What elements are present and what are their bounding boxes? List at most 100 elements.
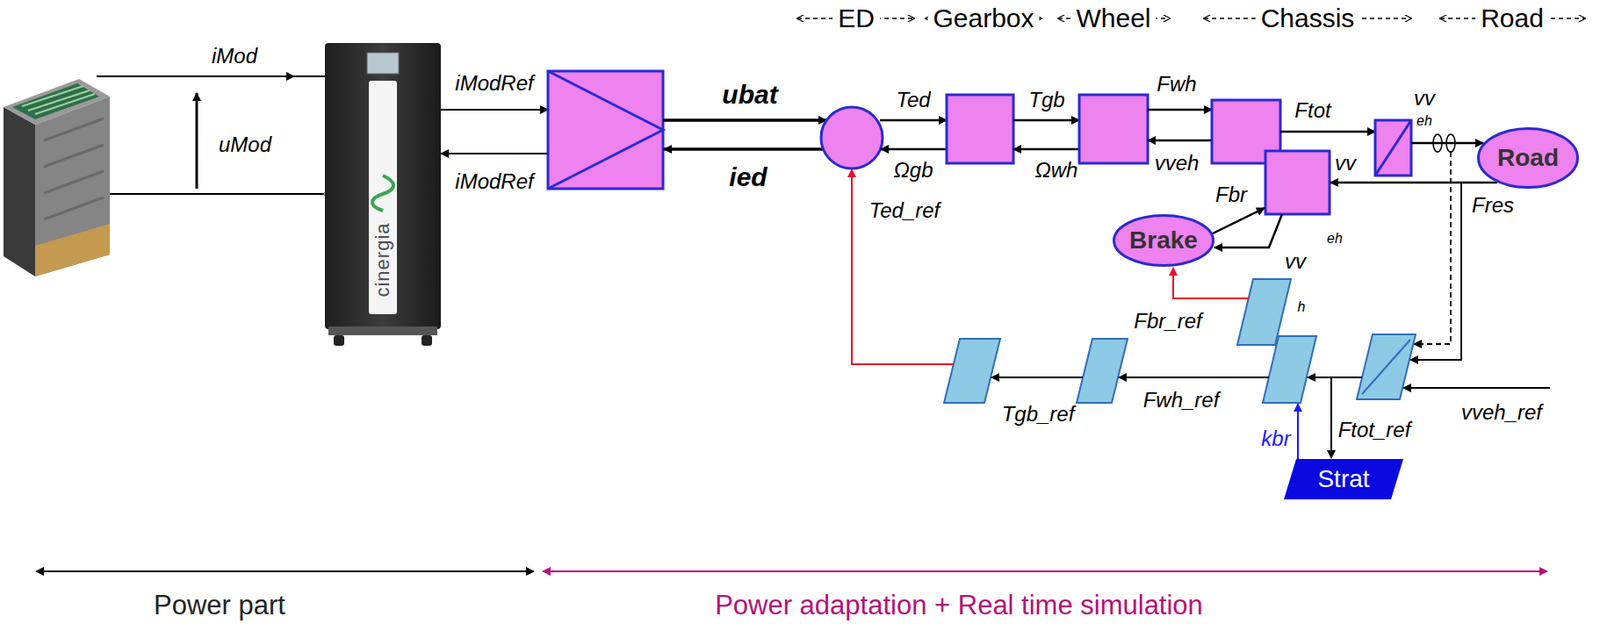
part-caption: Power adaptation + Real time simulation — [714, 590, 1204, 622]
pcb-traces — [21, 86, 95, 115]
return-wire — [109, 193, 325, 195]
signal-label: vveh — [1154, 151, 1200, 176]
control-block — [1356, 334, 1416, 400]
strategy-arrow — [1297, 403, 1299, 460]
signal-arrow — [1212, 208, 1265, 234]
reference-arrow — [440, 108, 548, 111]
signal-label: vv — [1334, 151, 1356, 176]
battery-side — [35, 96, 110, 277]
section-header: Wheel — [1070, 3, 1156, 34]
controller-slash — [1362, 339, 1411, 395]
strategy-signal-label: kbr — [1261, 426, 1291, 452]
signal-arrow — [1411, 142, 1484, 145]
node-label: Brake — [1129, 226, 1198, 255]
current-wire — [289, 75, 325, 78]
wheel-block — [1079, 94, 1148, 164]
signal-arrow — [1118, 376, 1269, 379]
signal-fragment: h — [1297, 299, 1306, 316]
node-label: Road — [1497, 144, 1559, 173]
section-header: ED — [832, 3, 880, 34]
brand-wave — [372, 175, 394, 211]
power-signal-label: ied — [728, 162, 767, 193]
cabinet-strip — [368, 80, 397, 315]
reference-arrow — [440, 152, 548, 155]
signal-label: Tgb_ref — [1001, 402, 1075, 427]
section-header: Gearbox — [927, 3, 1039, 34]
control-block — [944, 338, 1001, 404]
signal-label: iModRef — [454, 169, 534, 195]
signal-label: Ωgb — [893, 158, 934, 183]
measure-line — [1413, 151, 1451, 345]
signal-label: Ωwh — [1035, 158, 1079, 183]
machine-circle — [821, 107, 883, 169]
part-span — [36, 570, 534, 573]
power-converter — [547, 71, 664, 189]
signal-arrow — [1147, 108, 1212, 112]
signal-label: Ftot — [1294, 98, 1331, 123]
signal-arrow — [1214, 214, 1283, 248]
node-outline — [1478, 129, 1579, 188]
signal-arrow — [1013, 148, 1080, 152]
part-caption: Power part — [153, 590, 286, 622]
signal-label: iMod — [211, 43, 258, 69]
node-outline — [1283, 459, 1404, 500]
brand-text: cinergia — [371, 222, 395, 297]
signal-label: iModRef — [454, 71, 534, 96]
battery-ribs — [43, 118, 104, 220]
sensor-loop — [1446, 134, 1456, 152]
reference-line — [1173, 267, 1249, 299]
emulator-cabinet — [324, 43, 441, 346]
signal-fragment: eh — [1326, 230, 1343, 247]
power-arrow — [663, 147, 823, 152]
control-block — [1237, 279, 1291, 346]
converter-box — [547, 71, 664, 189]
signal-label: vv — [1413, 86, 1435, 111]
signal-label: uMod — [218, 132, 272, 158]
signal-label: Fbr — [1215, 182, 1247, 208]
cabinet-base — [328, 326, 438, 336]
node-outline — [1114, 216, 1214, 267]
power-signal-label: ubat — [721, 79, 778, 110]
integrator-slash — [1375, 120, 1412, 176]
measure-line — [1410, 182, 1462, 361]
section-header: Road — [1475, 3, 1550, 34]
signal-arrow — [1280, 130, 1376, 134]
signal-arrow — [1403, 387, 1550, 390]
chassis-block — [1265, 151, 1330, 215]
signal-arrow — [1330, 181, 1498, 185]
sensor-loop — [1433, 134, 1442, 152]
converter-symbol — [547, 71, 664, 189]
signal-label: Fbr_ref — [1133, 309, 1202, 334]
cabinet-screen — [367, 52, 399, 74]
brake-ellipse: Brake — [1112, 214, 1215, 267]
voltage-arrow — [195, 93, 199, 189]
signal-arrow — [880, 148, 947, 152]
cabinet-body — [324, 43, 441, 330]
signal-arrow — [1307, 376, 1363, 379]
signal-label: vveh_ref — [1461, 400, 1543, 426]
section-header: Chassis — [1255, 3, 1361, 34]
signal-label: Fres — [1471, 193, 1514, 218]
signal-arrow — [879, 119, 947, 123]
signal-label: Fwh — [1156, 72, 1197, 97]
signal-arrow — [1147, 139, 1212, 143]
power-arrow — [663, 118, 827, 123]
battery-module-photo — [3, 79, 110, 277]
signal-label: vv — [1284, 249, 1306, 274]
signal-arrow — [1013, 119, 1080, 123]
battery-pcb — [12, 83, 100, 120]
cabinet-wheel — [421, 335, 433, 346]
integrator-block — [1375, 120, 1412, 176]
battery-front — [3, 107, 36, 277]
battery-top — [3, 79, 110, 125]
strategy-block: Strat — [1283, 459, 1404, 500]
cabinet-wheel — [333, 335, 345, 346]
signal-fragment: eh — [1416, 113, 1433, 130]
battery-base — [35, 223, 110, 277]
signal-arrow — [1330, 377, 1333, 459]
gearbox-block — [946, 94, 1014, 164]
node-label: Strat — [1317, 465, 1370, 494]
part-span — [542, 570, 1548, 573]
